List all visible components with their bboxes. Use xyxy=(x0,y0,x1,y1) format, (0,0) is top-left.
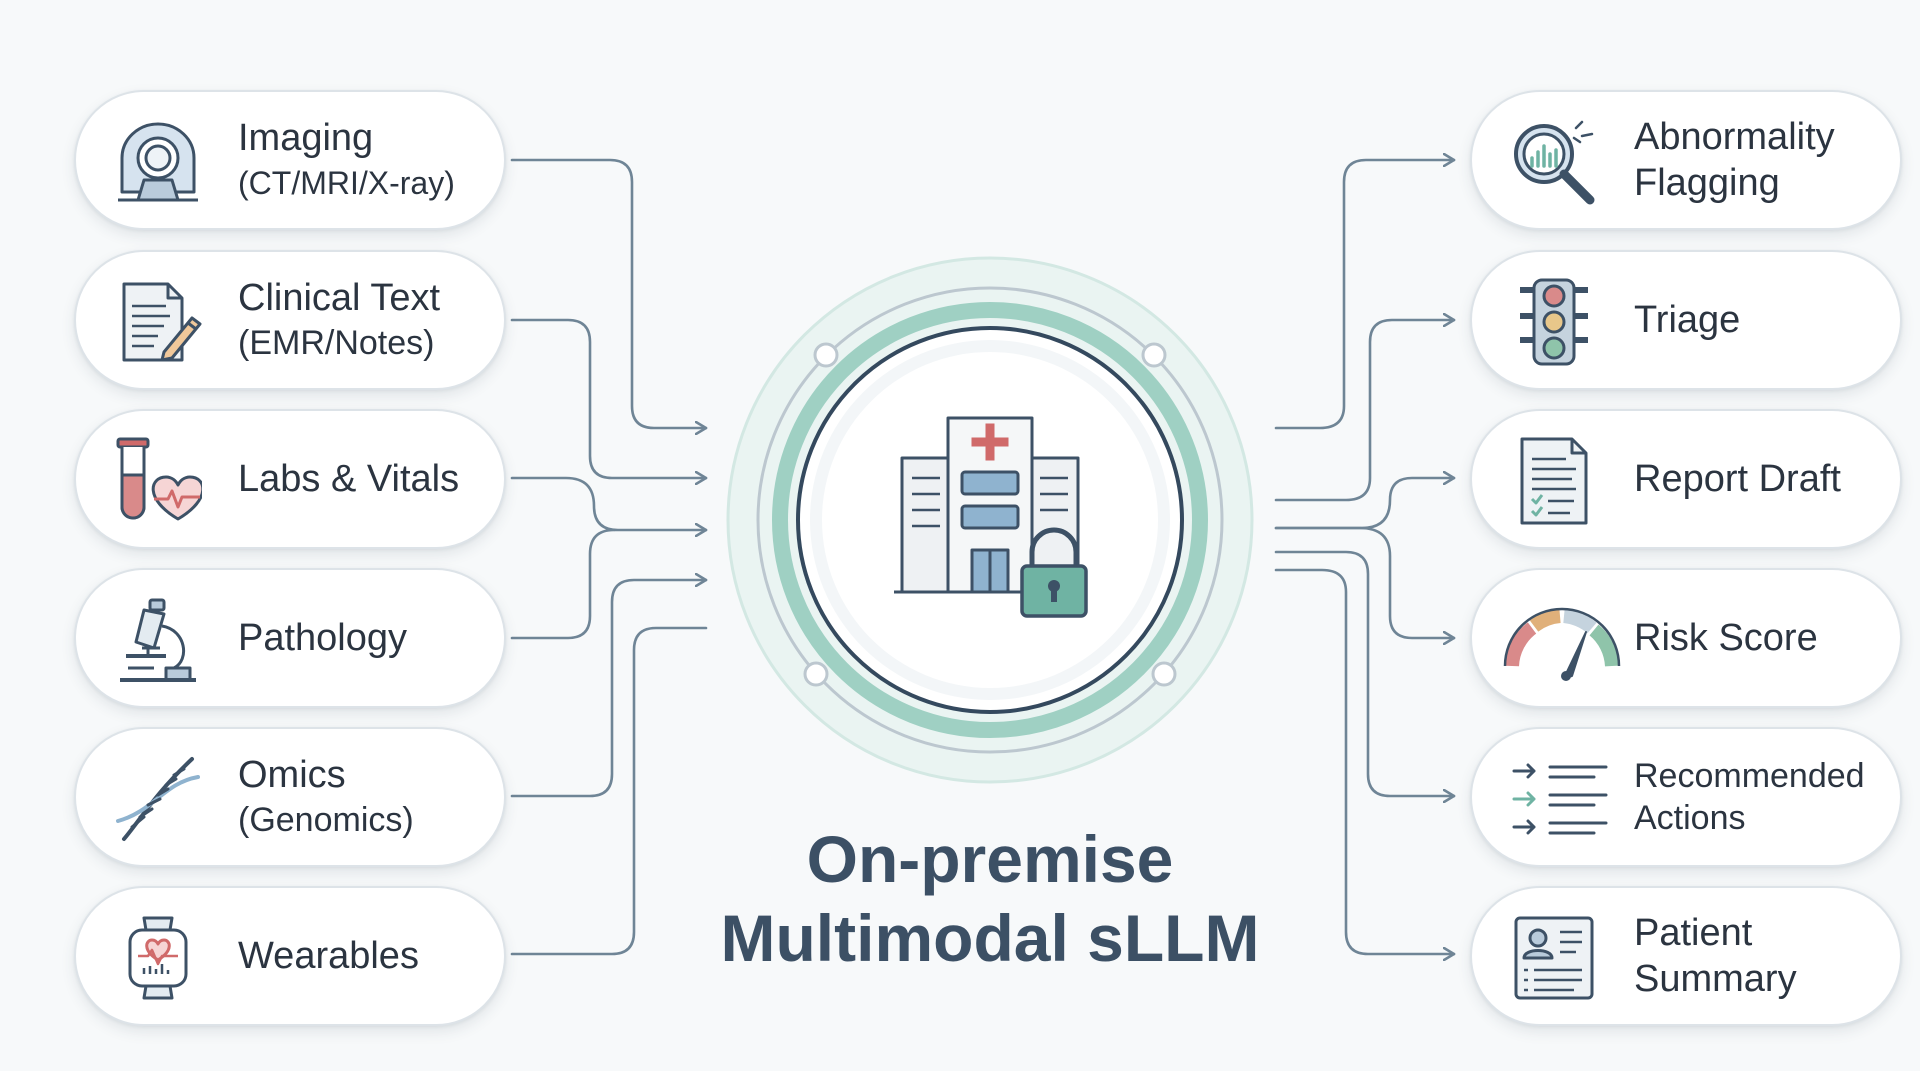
output-triage: Triage xyxy=(1470,250,1902,390)
output-patient-summary-title: Patient xyxy=(1634,912,1753,954)
input-clinical-text: Clinical Text (EMR/Notes) xyxy=(74,250,506,390)
input-pathology-title: Pathology xyxy=(238,617,408,659)
output-recommended-subtitle: Actions xyxy=(1634,799,1746,837)
input-wearables: Wearables xyxy=(74,886,506,1026)
output-risk-score-title: Risk Score xyxy=(1634,617,1818,659)
hospital-lock-icon xyxy=(894,416,1088,618)
input-clinical-text-subtitle: (EMR/Notes) xyxy=(238,324,435,362)
report-document-icon xyxy=(1510,437,1598,525)
connector-risk-score xyxy=(1274,526,1456,638)
output-risk-score: Risk Score xyxy=(1470,568,1902,708)
connector-pathology xyxy=(510,528,616,640)
center-title-line1: On-premise xyxy=(806,822,1174,896)
output-report-draft: Report Draft xyxy=(1470,409,1902,549)
gauge-icon xyxy=(1502,596,1622,684)
connector-recommended xyxy=(1274,550,1456,796)
input-clinical-text-title: Clinical Text xyxy=(238,277,441,319)
output-abnormality-flagging: Abnormality Flagging xyxy=(1470,90,1902,230)
dna-icon xyxy=(114,755,202,843)
ct-scanner-icon xyxy=(114,118,202,206)
connector-patient-summary xyxy=(1274,568,1456,954)
center-hub xyxy=(726,256,1254,784)
input-labs-vitals-title: Labs & Vitals xyxy=(238,458,460,500)
connector-wearables xyxy=(510,626,708,956)
connector-omics xyxy=(510,580,708,798)
output-patient-summary: Patient Summary xyxy=(1470,886,1902,1026)
center-title-line2: Multimodal sLLM xyxy=(720,901,1260,975)
smartwatch-icon xyxy=(114,914,202,1002)
arrow-list-icon xyxy=(1510,755,1610,843)
input-pathology: Pathology xyxy=(74,568,506,708)
ring-node xyxy=(803,661,829,687)
input-omics: Omics (Genomics) xyxy=(74,727,506,867)
input-imaging-title: Imaging xyxy=(238,117,374,159)
connector-report-draft xyxy=(1274,478,1456,530)
document-pen-icon xyxy=(114,278,202,366)
output-recommended-actions: Recommended Actions xyxy=(1470,727,1902,867)
connector-clinical-text xyxy=(510,318,708,478)
traffic-light-icon xyxy=(1510,278,1598,366)
output-abnormality-title: Abnormality xyxy=(1634,116,1835,158)
ring-node xyxy=(813,342,839,368)
patient-card-icon xyxy=(1510,914,1598,1002)
connector-imaging xyxy=(510,158,708,428)
input-labs-vitals: Labs & Vitals xyxy=(74,409,506,549)
input-omics-subtitle: (Genomics) xyxy=(238,801,414,839)
magnifier-chart-icon xyxy=(1510,118,1598,206)
connector-triage xyxy=(1274,320,1456,502)
input-imaging: Imaging (CT/MRI/X-ray) xyxy=(74,90,506,230)
connector-labs-vitals xyxy=(510,476,708,530)
output-report-draft-title: Report Draft xyxy=(1634,458,1841,500)
output-triage-title: Triage xyxy=(1634,299,1741,341)
input-omics-title: Omics xyxy=(238,754,346,796)
input-imaging-subtitle: (CT/MRI/X-ray) xyxy=(238,165,455,201)
output-recommended-title: Recommended xyxy=(1634,757,1865,795)
output-patient-summary-subtitle: Summary xyxy=(1634,958,1797,1000)
output-abnormality-subtitle: Flagging xyxy=(1634,162,1780,204)
ring-node xyxy=(1141,342,1167,368)
test-tube-heart-icon xyxy=(114,437,202,525)
center-title: On-premise Multimodal sLLM xyxy=(660,820,1320,978)
input-wearables-title: Wearables xyxy=(238,935,419,977)
ring-node xyxy=(1151,661,1177,687)
connector-abnormality xyxy=(1274,160,1456,430)
microscope-icon xyxy=(114,596,202,684)
